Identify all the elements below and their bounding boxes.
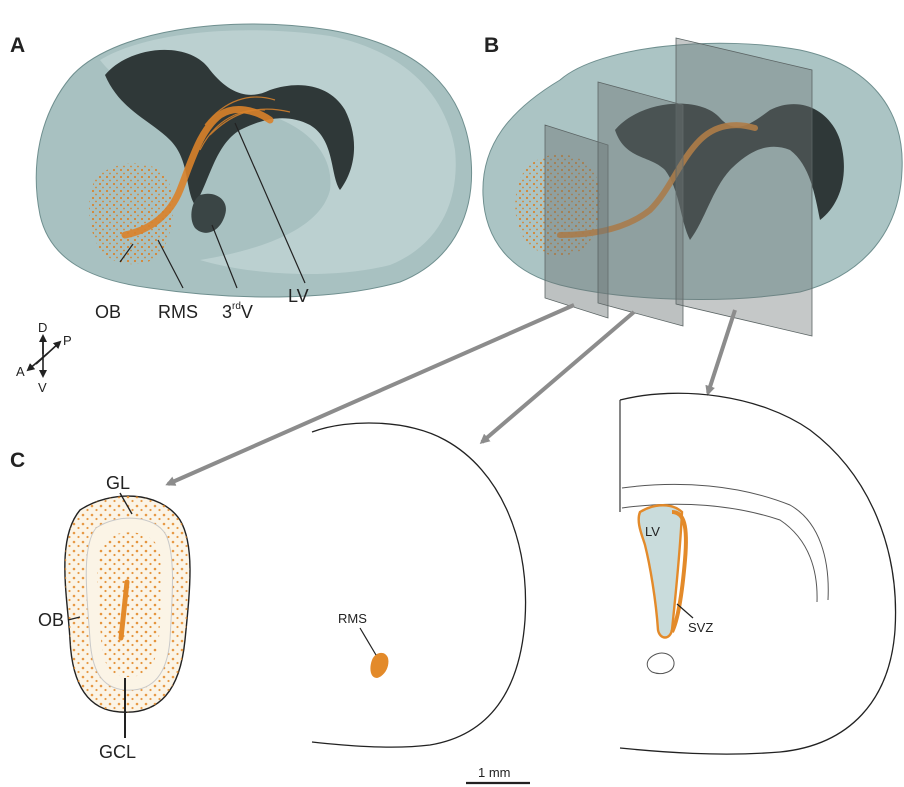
lv-section (620, 393, 896, 754)
axis-label-d: D (38, 320, 47, 335)
section-plane-rms (598, 82, 683, 326)
axis-label-p: P (63, 333, 72, 348)
anterior-commissure (647, 653, 674, 673)
arrow-to-rms-section (482, 312, 634, 442)
panel-letter-b: B (484, 34, 499, 57)
axis-label-a: A (16, 364, 25, 379)
rms-section-outline (312, 423, 526, 747)
label-gl: GL (106, 473, 130, 493)
label-ob-c: OB (38, 610, 64, 630)
rms-section-spot (370, 653, 388, 678)
arrow-to-lv-section (708, 310, 735, 393)
ob-granule-layer (97, 532, 162, 677)
axis-anterior-line (28, 353, 48, 370)
leader-rms-c (360, 628, 376, 655)
rms-section (312, 423, 526, 747)
label-svz: SVZ (688, 620, 713, 635)
section-plane-lv (676, 38, 812, 336)
label-ob: OB (95, 302, 121, 322)
label-lv: LV (288, 286, 309, 306)
panel-letter-c: C (10, 449, 25, 472)
panel-letter-a: A (10, 34, 25, 57)
label-gcl: GCL (99, 742, 136, 762)
label-rms-c: RMS (338, 611, 367, 626)
label-3rd-v: 3rdV (222, 301, 253, 322)
scale-bar-label: 1 mm (478, 765, 511, 780)
orientation-compass (28, 336, 60, 376)
axis-label-v: V (38, 380, 47, 395)
panel-a-brain (36, 24, 471, 297)
ob-section (65, 496, 190, 712)
panel-b-brain (483, 38, 902, 336)
label-lv-c: LV (645, 524, 660, 539)
arrow-to-ob-section (168, 305, 574, 484)
label-rms: RMS (158, 302, 198, 322)
